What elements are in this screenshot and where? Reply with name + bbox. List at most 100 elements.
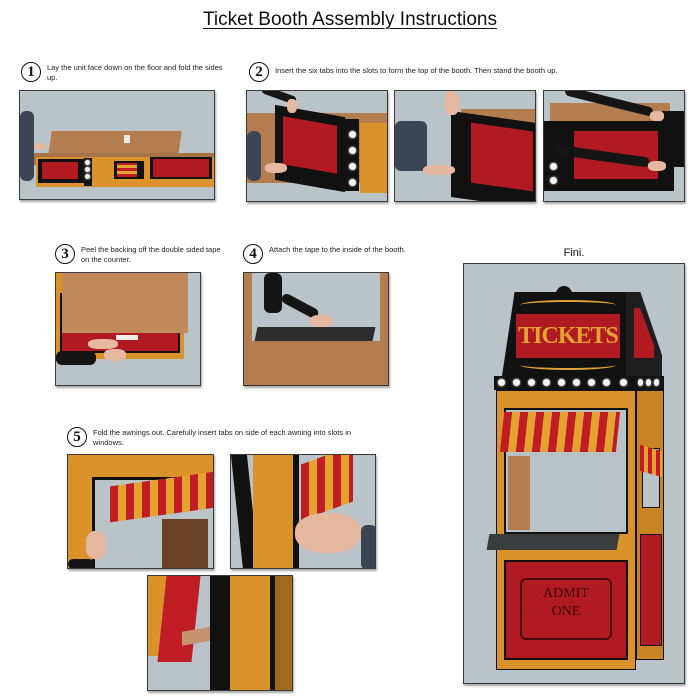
person-arm bbox=[361, 525, 375, 568]
counter-shelf bbox=[486, 534, 620, 550]
window-slot-edge bbox=[210, 576, 230, 690]
light-bulb bbox=[646, 379, 651, 386]
step-2-caption: 2 Insert the six tabs into the slots to … bbox=[249, 62, 669, 82]
light-bulb bbox=[349, 163, 356, 170]
light-bulb bbox=[513, 379, 520, 386]
light-bulb bbox=[620, 379, 627, 386]
panel-window-slot bbox=[124, 135, 130, 143]
step-4-text: Attach the tape to the inside of the boo… bbox=[269, 245, 406, 254]
counter-shelf-underside bbox=[62, 273, 188, 333]
step-1-caption: 1 Lay the unit face down on the floor an… bbox=[21, 62, 231, 82]
person-arm bbox=[68, 559, 94, 568]
folded-side-panel bbox=[48, 131, 182, 155]
light-bulb bbox=[85, 174, 90, 179]
ticket-text-admit: ADMIT bbox=[543, 586, 589, 601]
tape-backing bbox=[116, 335, 138, 340]
step-5-photo-c bbox=[147, 575, 293, 691]
person-leg bbox=[395, 121, 427, 171]
light-bulb bbox=[349, 131, 356, 138]
hand bbox=[648, 161, 666, 171]
light-strip bbox=[84, 158, 92, 186]
person-arm bbox=[247, 131, 261, 181]
booth-side-edge bbox=[380, 273, 388, 385]
inner-cardboard-wall bbox=[508, 456, 530, 530]
step-2-photo-c bbox=[543, 90, 685, 202]
booth-inner-wall bbox=[244, 341, 388, 385]
orange-side bbox=[360, 123, 387, 193]
folded-awning bbox=[117, 163, 137, 177]
hand bbox=[86, 531, 106, 559]
light-bulb bbox=[543, 379, 550, 386]
step-number-4: 4 bbox=[243, 244, 263, 264]
step-number-1: 1 bbox=[21, 62, 41, 82]
light-bulb bbox=[558, 379, 565, 386]
light-bulb bbox=[349, 179, 356, 186]
hand bbox=[650, 111, 664, 121]
step-1-text: Lay the unit face down on the floor and … bbox=[47, 63, 223, 82]
booth-side bbox=[275, 576, 292, 690]
person-arm bbox=[56, 351, 96, 365]
step-3-text: Peel the backing off the double sided ta… bbox=[81, 245, 221, 264]
step-2-text: Insert the six tabs into the slots to fo… bbox=[275, 66, 558, 75]
step-5-caption: 5 Fold the awnings out. Carefully insert… bbox=[67, 427, 367, 447]
step-5-photo-a bbox=[67, 454, 214, 569]
hand bbox=[88, 339, 118, 349]
side-flap bbox=[662, 111, 684, 167]
admit-one-ticket bbox=[520, 578, 612, 640]
top-sign-red bbox=[471, 122, 533, 192]
frame-line bbox=[270, 576, 275, 690]
step-2-photo-b bbox=[394, 90, 536, 202]
light-bulb bbox=[550, 177, 557, 184]
step-2-photo-a bbox=[246, 90, 388, 202]
finished-booth-photo: TICKETS ADMIT ONE bbox=[463, 263, 685, 684]
hand bbox=[295, 513, 361, 553]
hand bbox=[310, 315, 332, 327]
light-bulb bbox=[573, 379, 580, 386]
step-4-caption: 4 Attach the tape to the inside of the b… bbox=[243, 244, 413, 264]
step-number-3: 3 bbox=[55, 244, 75, 264]
step-1-photo bbox=[19, 90, 215, 200]
step-number-2: 2 bbox=[249, 62, 269, 82]
lower-red-panel bbox=[504, 560, 628, 660]
page-title: Ticket Booth Assembly Instructions bbox=[203, 9, 497, 30]
final-label: Fini. bbox=[563, 247, 585, 259]
light-bulb bbox=[85, 160, 90, 165]
light-strip bbox=[345, 119, 359, 191]
hand bbox=[423, 165, 455, 175]
booth-side-edge bbox=[244, 273, 252, 385]
roof-sign-red bbox=[516, 314, 620, 358]
hand bbox=[34, 143, 46, 150]
side-red-panel bbox=[640, 534, 662, 646]
hand bbox=[265, 163, 287, 173]
front-red-panel bbox=[42, 162, 78, 179]
front-awning bbox=[499, 412, 621, 452]
light-bulb bbox=[550, 163, 557, 170]
booth-orange-face bbox=[253, 455, 293, 568]
step-5-text: Fold the awnings out. Carefully insert t… bbox=[93, 428, 352, 447]
person-arm bbox=[20, 111, 34, 181]
ticket-text-one: ONE bbox=[551, 604, 581, 619]
hand bbox=[287, 99, 297, 113]
light-bulb bbox=[349, 147, 356, 154]
side-red-panel bbox=[153, 159, 209, 177]
light-bulb bbox=[588, 379, 595, 386]
step-5-photo-b bbox=[230, 454, 376, 569]
step-3-photo bbox=[55, 272, 201, 386]
person-arm bbox=[264, 273, 282, 313]
counter-shelf bbox=[254, 327, 376, 341]
booth-orange-face bbox=[230, 576, 270, 690]
hand bbox=[104, 349, 126, 361]
light-bulb bbox=[638, 379, 643, 386]
window-edge bbox=[293, 455, 299, 568]
step-4-photo bbox=[243, 272, 389, 386]
roof-crest bbox=[556, 286, 572, 296]
light-bulb bbox=[654, 379, 659, 386]
light-bulb bbox=[603, 379, 610, 386]
step-number-5: 5 bbox=[67, 427, 87, 447]
inner-cardboard-flap bbox=[162, 519, 208, 568]
top-sign-red bbox=[283, 116, 337, 174]
tickets-sign-text: TICKETS bbox=[518, 323, 619, 349]
light-bulb bbox=[528, 379, 535, 386]
step-3-caption: 3 Peel the backing off the double sided … bbox=[55, 244, 225, 264]
ornament-scroll bbox=[520, 360, 616, 370]
